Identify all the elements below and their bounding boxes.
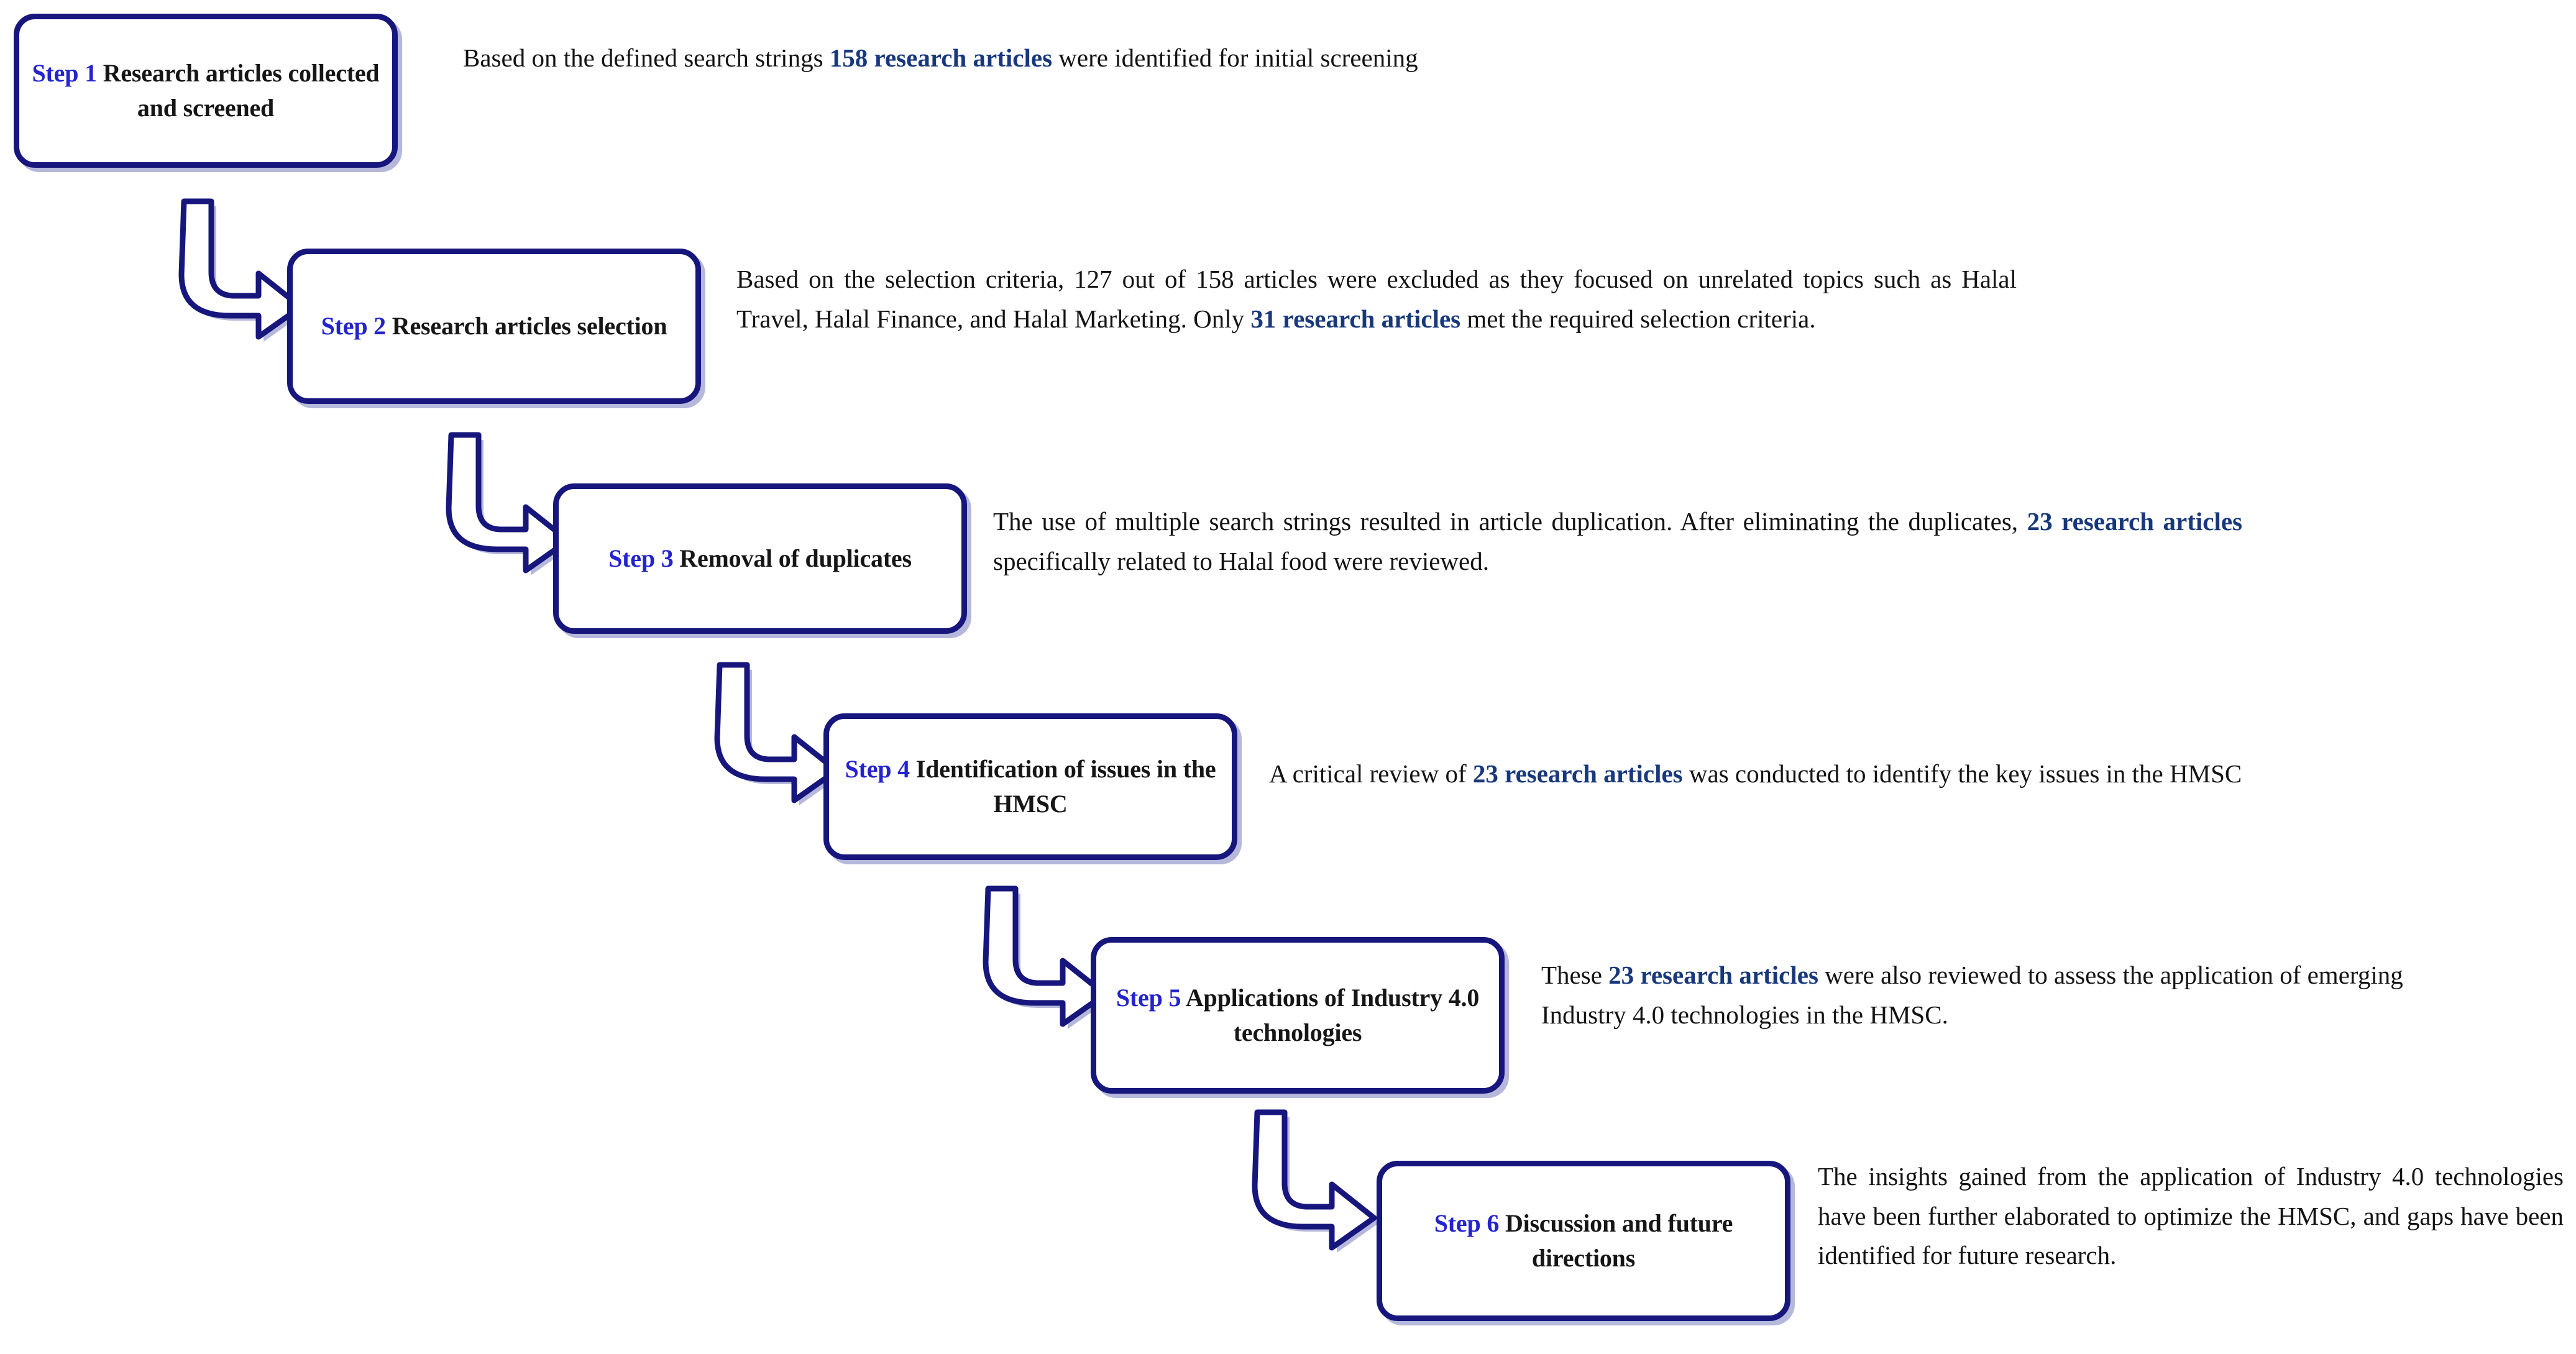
- step-box-label-2: Step 2 Research articles selection: [321, 309, 667, 344]
- description-text-2-2: met the required selection criteria.: [1460, 304, 1816, 333]
- description-text-2-0: Based on the selection criteria, 127 out…: [736, 265, 2017, 333]
- step-number-3: Step 3: [608, 544, 674, 572]
- step-number-6: Step 6: [1434, 1209, 1500, 1237]
- description-text-4-2: was conducted to identify the key issues…: [1682, 759, 2242, 788]
- highlighted-count-5: 23 research articles: [1608, 961, 1818, 989]
- step-box-5[interactable]: Step 5 Applications of Industry 4.0 tech…: [1091, 937, 1505, 1094]
- step-number-1: Step 1: [32, 59, 98, 87]
- bent-arrow-down-right-icon: [173, 198, 306, 342]
- step-box-1[interactable]: Step 1 Research articles collected and s…: [14, 14, 398, 168]
- bent-arrow-down-right-icon: [977, 885, 1111, 1029]
- step-box-label-4: Step 4 Identification of issues in the H…: [840, 752, 1221, 821]
- description-text-3-2: specifically related to Halal food were …: [993, 546, 1489, 575]
- bent-arrow-down-right-icon: [440, 431, 574, 575]
- step-box-label-1: Step 1 Research articles collected and s…: [30, 56, 381, 126]
- step-box-2[interactable]: Step 2 Research articles selection: [287, 249, 701, 404]
- description-text-3-0: The use of multiple search strings resul…: [993, 507, 2027, 536]
- highlighted-count-2: 31 research articles: [1250, 304, 1461, 333]
- step-description-2: Based on the selection criteria, 127 out…: [736, 260, 2017, 339]
- step-description-4: A critical review of 23 research article…: [1269, 754, 2531, 794]
- highlighted-count-1: 158 research articles: [829, 43, 1053, 72]
- description-text-6-0: The insights gained from the application…: [1818, 1162, 2564, 1270]
- step-title-1: Research articles collected and screened: [96, 59, 380, 122]
- description-text-1-0: Based on the defined search strings: [463, 43, 830, 72]
- step-box-label-6: Step 6 Discussion and future directions: [1393, 1206, 1774, 1276]
- description-text-5-2: were also reviewed to assess the applica…: [1541, 961, 2403, 1029]
- step-number-4: Step 4: [845, 755, 910, 783]
- description-text-4-0: A critical review of: [1269, 759, 1473, 788]
- step-description-3: The use of multiple search strings resul…: [993, 502, 2242, 581]
- step-title-3: Removal of duplicates: [673, 544, 912, 572]
- step-box-3[interactable]: Step 3 Removal of duplicates: [553, 483, 967, 634]
- highlighted-count-3: 23 research articles: [2027, 507, 2243, 536]
- step-number-2: Step 2: [321, 312, 387, 340]
- step-title-6: Discussion and future directions: [1499, 1209, 1733, 1272]
- highlighted-count-4: 23 research articles: [1472, 759, 1683, 788]
- step-title-2: Research articles selection: [385, 312, 667, 340]
- step-box-4[interactable]: Step 4 Identification of issues in the H…: [823, 713, 1237, 860]
- step-description-5: These 23 research articles were also rev…: [1541, 956, 2405, 1035]
- step-description-1: Based on the defined search strings 158 …: [463, 39, 1625, 78]
- step-box-label-3: Step 3 Removal of duplicates: [608, 541, 912, 576]
- step-box-6[interactable]: Step 6 Discussion and future directions: [1377, 1161, 1790, 1321]
- step-title-4: Identification of issues in the HMSC: [909, 755, 1216, 818]
- step-number-5: Step 5: [1116, 984, 1181, 1012]
- step-title-5: Applications of Industry 4.0 technologie…: [1181, 984, 1480, 1046]
- step-description-6: The insights gained from the application…: [1818, 1157, 2564, 1276]
- description-text-1-2: were identified for initial screening: [1052, 43, 1418, 72]
- bent-arrow-down-right-icon: [1246, 1109, 1380, 1253]
- description-text-5-0: These: [1541, 961, 1609, 989]
- step-box-label-5: Step 5 Applications of Industry 4.0 tech…: [1107, 981, 1488, 1050]
- bent-arrow-down-right-icon: [708, 661, 842, 805]
